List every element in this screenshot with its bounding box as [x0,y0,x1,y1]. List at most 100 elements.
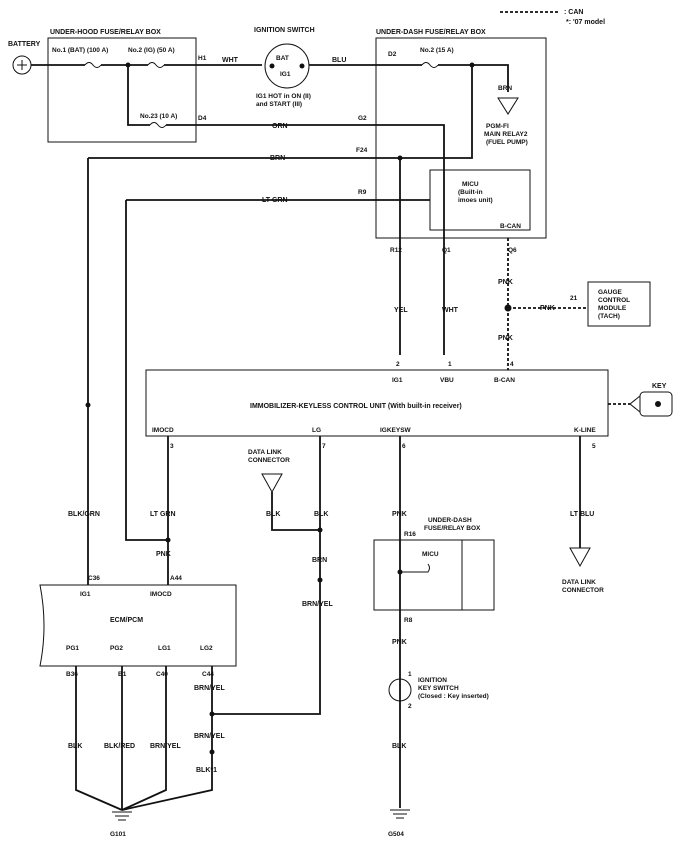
key-blade [629,394,641,414]
dash-fuse-no2 [421,62,439,68]
ecm-pg2: PG2 [110,645,123,652]
wire-brnyel-c44: BRN/YEL [194,685,225,692]
pin-h1: H1 [198,55,207,62]
wire-blu-label: BLU [332,57,346,64]
wire-ltblu-label: LT BLU [570,511,594,518]
ground-g504-symbol [390,809,410,819]
pgm-relay-wire [472,64,509,92]
wire-ltgrn-imocd-label: LT GRN [150,511,176,518]
fuse-no1 [84,62,102,68]
micu-label: MICU [462,181,479,188]
dlc-right-arrow [569,547,591,568]
underdash-box-2 [373,539,495,611]
underhood-fuse-box [47,37,197,143]
fuse-no1-label: No.1 (BAT) (100 A) [52,47,108,54]
battery-label: BATTERY [8,41,41,48]
dash-fuse-no2-label: No.2 (15 A) [420,47,454,54]
wire-pnk-gauge: PNK [540,305,555,312]
dash-pin-q1: Q1 [442,247,451,254]
fuse23-branch-wire [127,65,150,126]
wire-blk-lg: BLK [314,511,328,518]
wire-orn-label: ORN [272,123,288,130]
dlc-right-l1: DATA LINK [562,579,596,586]
dash-box2-micu: MICU [422,551,439,558]
dash-pin-d2: D2 [388,51,397,58]
pgm-label-1: PGM-FI [486,123,509,130]
ign-key-l3: (Closed : Key inserted) [418,693,489,700]
junction-imocd [165,537,171,543]
dlc-right-l2: CONNECTOR [562,587,604,594]
immob-ig1: IG1 [392,377,403,384]
junction-lg2-2 [209,749,215,755]
ign-note-1: IG1 HOT in ON (II) [256,93,311,100]
junction-lg-1 [317,527,323,533]
immob-pin-1: 1 [448,361,452,368]
ground-g101-symbol [112,811,132,821]
immob-pin-7: 7 [322,443,326,450]
pin-d4: D4 [198,115,207,122]
ign-note-2: and START (III) [256,101,302,108]
dlc-left-l2: CONNECTOR [248,457,290,464]
fuse-no23-label: No.23 (10 A) [140,113,177,120]
f24-internal-wire [400,65,473,159]
ecm-lg2: LG2 [200,645,213,652]
ign-key-pin-2: 2 [408,703,412,710]
gauge-module-box [587,281,651,327]
wire-ltgrn-label: LT GRN [262,197,288,204]
lg1-ground-wire [121,666,167,811]
ign-key-l2: KEY SWITCH [418,685,459,692]
ecm-a44: A44 [170,575,182,582]
immobilizer-title: IMMOBILIZER-KEYLESS CONTROL UNIT (With b… [250,403,462,410]
key-label: KEY [652,383,667,390]
immob-pin-2: 2 [396,361,400,368]
dash-pin-f24: F24 [356,147,368,154]
wire-brnyel-lg: BRN/YEL [302,601,333,608]
micu2-tap [400,563,430,573]
ecm-c40: C40 [156,671,168,678]
wire-blkgrn-label: BLK/GRN [68,511,100,518]
ecm-pcm-box [39,584,237,667]
wire-pnk-can-2: PNK [498,335,513,342]
micu-sub-1: (Built-in [458,189,483,196]
wire-pnk-igkey: PNK [392,511,407,518]
micu-sub-2: imoes unit) [458,197,493,204]
wire-pnk-r8: PNK [392,639,407,646]
gauge-pin: 21 [570,295,578,302]
lg-wire [212,436,321,715]
ground-g101-label: G101 [110,831,126,838]
gauge-l1: GAUGE [598,289,623,296]
dash-pin-q6: Q6 [508,247,517,254]
dlc-left-arrow [261,473,283,494]
ltgrn-left-wire [125,200,168,541]
ignition-switch-symbol [264,43,310,89]
ecm-imocd: IMOCD [150,591,172,598]
can-legend-label: : CAN [564,9,583,16]
wire-blk-pg1: BLK [68,743,82,750]
wire-wht-label: WHT [222,57,239,64]
immob-imocd: IMOCD [152,427,174,434]
key-hole [655,401,661,407]
wire-blk-g504: BLK [392,743,406,750]
dash-pin-r12: R12 [390,247,402,254]
wire-pnk-imocd-label: PNK [156,551,171,558]
ecm-c36: C36 [88,575,100,582]
ign-contact-2 [299,63,305,69]
dlc-left-l1: DATA LINK [248,449,282,456]
wire-brn-label: BRN [270,155,285,162]
dash-box2-r16: R16 [404,531,416,538]
immob-pin-5: 5 [592,443,596,450]
wire-pnk-can-1: PNK [498,279,513,286]
immob-pin-6: 6 [402,443,406,450]
wire-blk1-label: BLK*1 [196,767,217,774]
dash-box2-r8: R8 [404,617,413,624]
lg2-ground-wire [121,666,213,811]
ign-bat-label: BAT [276,55,289,62]
wire-brn-pgm-label: BRN [498,85,512,92]
fuse-no2-label: No.2 (IG) (50 A) [128,47,175,54]
fuse-no23 [149,122,167,128]
immob-kline: K-LINE [574,427,596,434]
ground-g504-label: G504 [388,831,404,838]
ign-key-l1: IGNITION [418,677,447,684]
dlc-left-wire [271,492,320,531]
